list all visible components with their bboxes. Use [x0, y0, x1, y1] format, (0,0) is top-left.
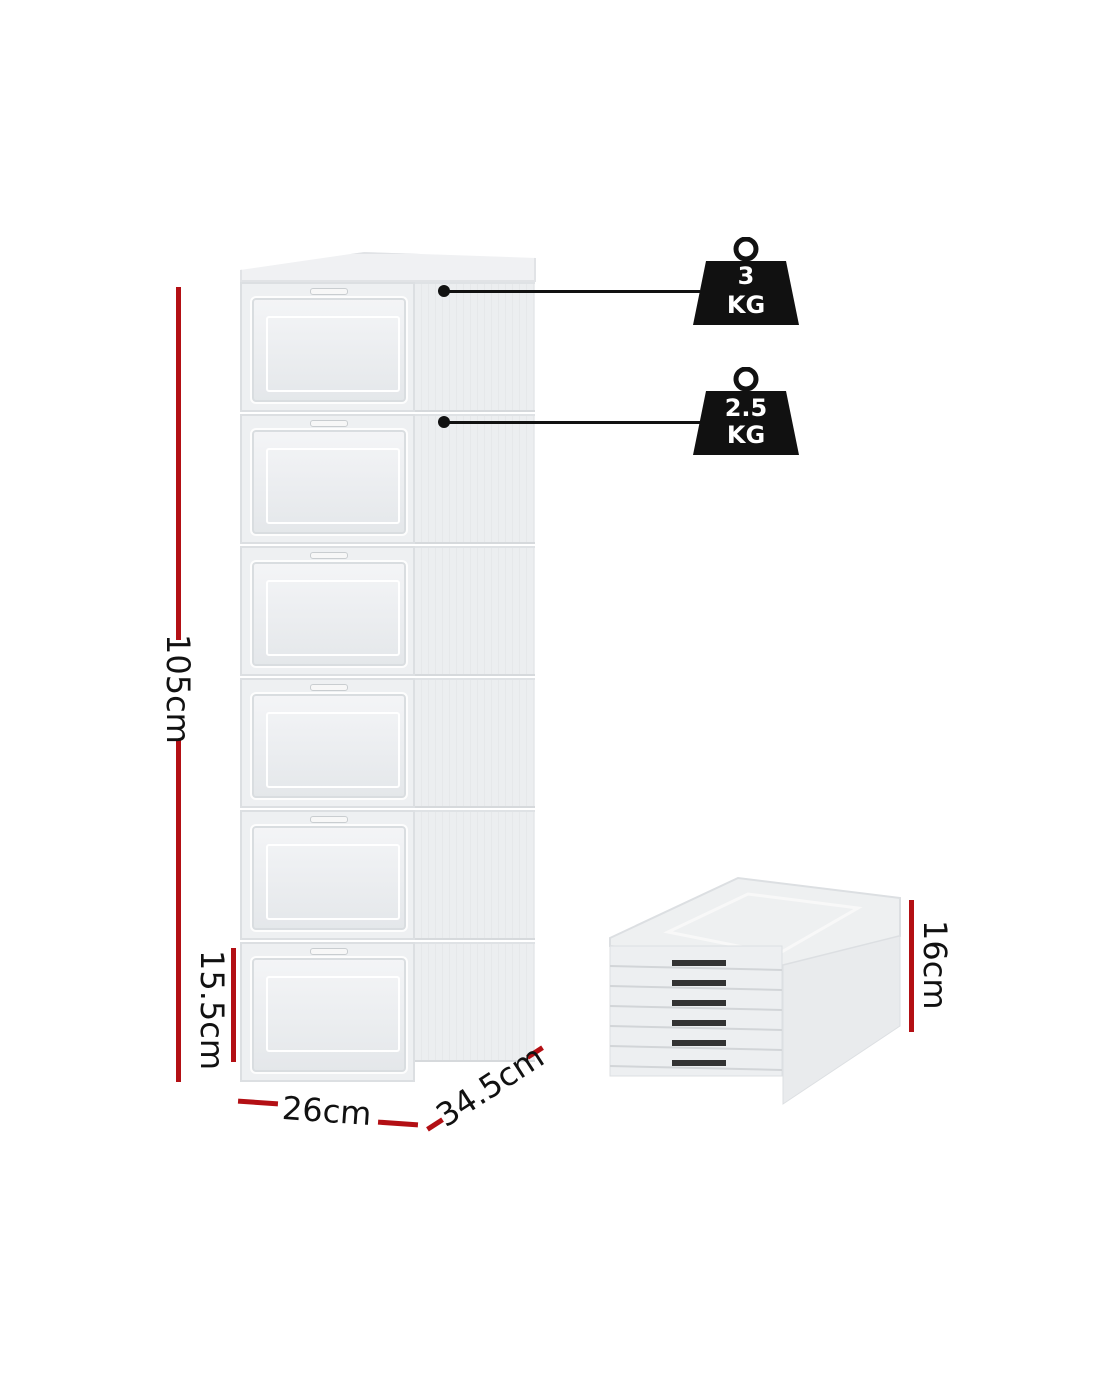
- drawer: [240, 282, 536, 414]
- drawer-height-dimension-line: [231, 948, 236, 1062]
- callout-line: [444, 290, 700, 293]
- folded-height-label: 16cm: [916, 920, 954, 1010]
- folded-height-dimension-line: [909, 900, 914, 1032]
- folded-stack: [608, 876, 903, 1106]
- weight-value: 3: [737, 262, 755, 290]
- drawer: [240, 678, 536, 810]
- drawer: [240, 414, 536, 546]
- drawer-height-label: 15.5cm: [193, 950, 231, 1071]
- weight-value: 2.5: [724, 394, 768, 422]
- drawer: [240, 810, 536, 942]
- weight-unit: KG: [726, 421, 766, 449]
- weight-capacity-3kg: 3 KG: [692, 236, 800, 327]
- tower-top-lid: [240, 252, 536, 282]
- weight-unit: KG: [726, 291, 766, 319]
- callout-line: [444, 421, 700, 424]
- shoe-box-tower: [0, 0, 600, 1150]
- weight-capacity-2-5kg: 2.5 KG: [692, 366, 800, 457]
- drawer: [240, 942, 536, 1082]
- height-dimension-label: 105cm: [159, 634, 197, 744]
- weight-icon: [693, 366, 799, 455]
- drawer: [240, 546, 536, 678]
- weight-icon: [693, 236, 799, 325]
- width-label: 26cm: [280, 1088, 373, 1134]
